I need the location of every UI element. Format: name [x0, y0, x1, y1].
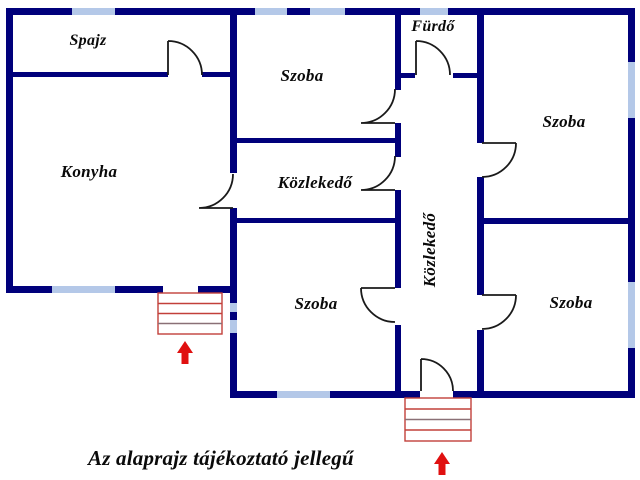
wall-right-rooms-divider — [477, 218, 635, 224]
door-kitchen-hall — [198, 173, 234, 209]
wall-corridor-left — [395, 190, 401, 288]
window-room-top-1 — [255, 8, 287, 15]
wall-kitchen-middle — [230, 15, 237, 173]
wall-pantry-bottom — [202, 72, 230, 77]
room-label-furdo: Fürdő — [411, 18, 455, 35]
wall-hall-bottom — [230, 218, 401, 223]
room-label-konyha: Konyha — [60, 162, 118, 181]
room-label-spajz: Spajz — [69, 32, 107, 49]
stairs-kitchen-entrance — [157, 292, 223, 335]
outer-wall-bottom — [453, 391, 635, 398]
window-room-bottom — [277, 391, 330, 398]
outer-wall-left — [6, 8, 13, 293]
wall-pantry-bottom — [13, 72, 168, 77]
wall-bathroom-bottom — [453, 73, 484, 78]
door-room-bottom-right — [481, 294, 517, 330]
wall-kitchen-middle — [230, 208, 237, 391]
window-pantry — [72, 8, 115, 15]
door-pantry — [167, 40, 203, 76]
door-room-top-middle — [360, 88, 396, 124]
room-label-szoba-bottom-right: Szoba — [549, 293, 593, 312]
room-label-szoba-top-right: Szoba — [542, 112, 586, 131]
door-room-top-right — [481, 142, 517, 178]
wall-bathroom-bottom — [397, 73, 415, 78]
window-room-top-2 — [310, 8, 345, 15]
window-side-small-1 — [230, 303, 237, 312]
outer-wall-right — [628, 8, 635, 398]
room-label-szoba-top-middle: Szoba — [280, 66, 324, 85]
window-room-right-bottom — [628, 282, 635, 348]
wall-corridor-right — [477, 330, 484, 391]
window-side-small-2 — [230, 320, 237, 333]
door-main-entrance — [420, 358, 454, 392]
wall-corridor-left — [395, 325, 401, 391]
plan-disclaimer-caption: Az alaprajz tájékoztató jellegű — [88, 446, 354, 470]
wall-corridor-right — [477, 15, 484, 143]
outer-wall-kitchen-bottom — [198, 286, 237, 293]
entrance-arrow-icon — [434, 452, 450, 475]
door-room-bottom-middle — [360, 287, 396, 323]
wall-room-hall-divider — [230, 138, 401, 143]
stairs-main-entrance — [404, 397, 472, 442]
door-hall-corridor — [360, 155, 396, 191]
wall-corridor-right — [477, 177, 484, 295]
room-label-szoba-bottom-middle: Szoba — [294, 294, 338, 313]
window-room-right-top — [628, 62, 635, 118]
window-kitchen — [52, 286, 115, 293]
door-bathroom — [415, 40, 451, 76]
entrance-arrow-icon — [177, 341, 193, 364]
window-bathroom — [420, 8, 448, 15]
room-label-kozlekedo-vertical: Közlekedő — [420, 212, 439, 288]
wall-corridor-left — [395, 15, 401, 90]
room-label-kozlekedo-horizontal: Közlekedő — [277, 173, 353, 192]
